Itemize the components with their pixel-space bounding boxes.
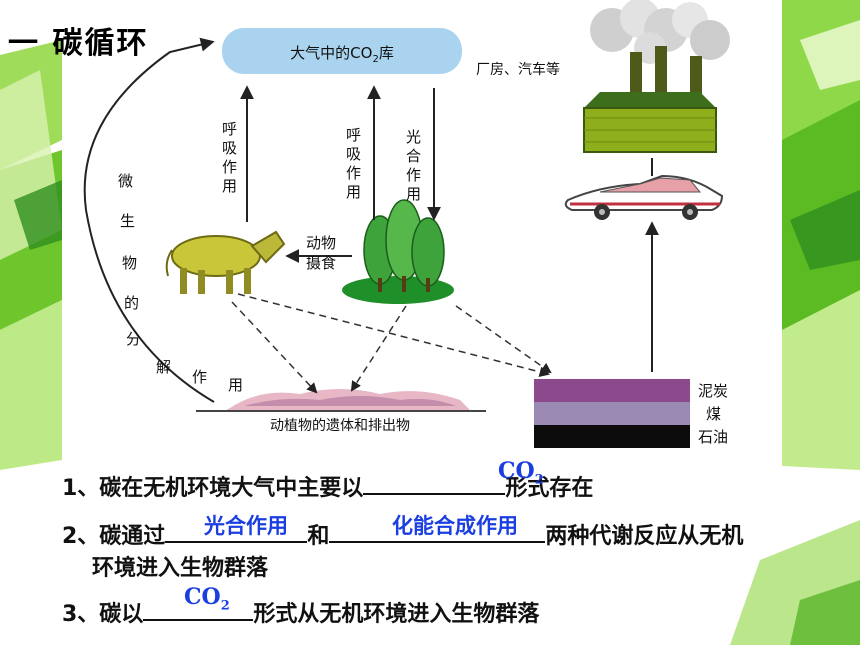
respiration-mid-char-2: 吸 — [346, 145, 361, 163]
respiration-left-char-3: 作 — [222, 158, 237, 176]
question-2-text: 2、碳通过 — [62, 524, 166, 549]
question-3-answer: CO2 — [184, 584, 230, 614]
question-1-blank[interactable] — [363, 471, 506, 495]
respiration-left-char-4: 用 — [222, 177, 237, 195]
microbe-char-2: 生 — [120, 212, 135, 230]
question-1-text: 1、碳在无机环境大气中主要以 — [62, 476, 364, 501]
plants-icon — [342, 199, 454, 304]
animal-feeding-line-1: 动物 — [306, 234, 336, 252]
respiration-left-char-2: 吸 — [222, 139, 237, 157]
atmosphere-co2-pool: 大气中的CO2库 — [222, 28, 462, 74]
fossil-layer-oil — [534, 425, 690, 448]
respiration-mid-char-3: 作 — [346, 164, 361, 182]
carbon-cycle-diagram: 大气中的CO2库 厂房、汽车等 — [83, 0, 730, 448]
fossil-fuel-layers — [534, 379, 690, 448]
atmosphere-label-pre: 大气中的 — [290, 44, 350, 62]
page-title: 一 碳循环 — [8, 26, 149, 61]
fossil-label-peat: 泥炭 — [698, 382, 728, 400]
question-2: 2、碳通过 和 两种代谢反应从无机 — [62, 518, 743, 550]
remains-label: 动植物的遗体和排出物 — [270, 418, 410, 434]
question-1-answer: CO2 — [498, 458, 544, 488]
question-2-line-2: 环境进入生物群落 — [92, 556, 269, 581]
question-2-answer-1: 光合作用 — [204, 514, 288, 538]
factory-icon — [583, 0, 730, 153]
microbe-char-3: 物 — [122, 254, 137, 272]
svg-text:大气中的CO2库: 大气中的CO2库 — [290, 44, 394, 65]
dashed-arrow-cow-fossil — [237, 293, 551, 377]
fossil-layer-coal — [534, 402, 690, 425]
question-3: 3、碳以 形式从无机环境进入生物群落 — [62, 596, 539, 628]
microbe-char-6: 解 — [156, 358, 171, 376]
cow-icon — [165, 230, 286, 294]
remains-pile — [196, 389, 486, 412]
photosynthesis-char-1: 光 — [406, 128, 421, 146]
atmosphere-label-post: 库 — [379, 44, 394, 62]
dashed-arrow-plants-remains — [350, 305, 407, 392]
microbe-char-4: 的 — [124, 294, 139, 312]
photosynthesis-char-4: 用 — [406, 185, 421, 203]
question-3-end: 形式从无机环境进入生物群落 — [253, 602, 540, 627]
atmosphere-label-co: CO — [350, 44, 372, 62]
question-2-mid: 和 — [307, 524, 330, 549]
fossil-label-coal: 煤 — [706, 405, 721, 423]
respiration-mid-char-1: 呼 — [346, 126, 361, 144]
photosynthesis-char-2: 合 — [406, 147, 421, 165]
atmosphere-label-sub: 2 — [372, 54, 378, 65]
question-2-blank-1[interactable] — [165, 519, 308, 543]
microbe-char-5: 分 — [126, 330, 141, 348]
question-1: 1、碳在无机环境大气中主要以 形式存在 — [62, 470, 593, 502]
fossil-label-oil: 石油 — [698, 428, 728, 446]
factory-label: 厂房、汽车等 — [476, 61, 560, 78]
question-1-end: 形式存在 — [505, 476, 594, 501]
microbe-char-7: 作 — [192, 368, 207, 386]
question-3-text: 3、碳以 — [62, 602, 144, 627]
dashed-arrow-plants-fossil — [455, 305, 552, 374]
question-2-answer-2: 化能合成作用 — [392, 514, 518, 538]
microbe-char-8: 用 — [228, 376, 243, 394]
microbe-char-1: 微 — [118, 172, 133, 190]
respiration-left-char-1: 呼 — [222, 120, 237, 138]
car-icon — [564, 174, 724, 220]
fossil-layer-peat — [534, 379, 690, 402]
respiration-mid-char-4: 用 — [346, 183, 361, 201]
photosynthesis-char-3: 作 — [406, 166, 421, 184]
question-2-blank-2[interactable] — [329, 519, 546, 543]
question-3-blank[interactable] — [143, 597, 254, 621]
arrow-microbe-decomposition — [83, 37, 215, 403]
animal-feeding-line-2: 摄食 — [306, 254, 336, 272]
question-2-end: 两种代谢反应从无机 — [545, 524, 744, 549]
dashed-arrow-cow-remains — [231, 301, 318, 394]
